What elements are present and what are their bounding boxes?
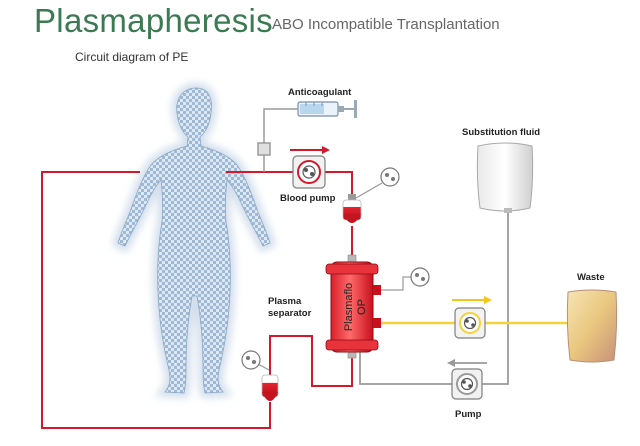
plasma-filter-icon: Plasmaflo OP (325, 254, 381, 359)
venous-gauge-icon (241, 350, 261, 370)
substitution-fluid-line (359, 212, 509, 385)
gauge-lines (257, 182, 412, 371)
anticoagulant-label: Anticoagulant (288, 87, 352, 98)
substitution-fluid-label: Substitution fluid (462, 127, 541, 138)
plasma-separator-label: Plasma separator (268, 296, 311, 320)
waste-bag-icon (566, 289, 618, 363)
page-title: Plasmapheresis (34, 2, 273, 39)
plasma-separator-label-line2: separator (268, 308, 312, 319)
filter-name-label: Plasmaflo (343, 283, 355, 331)
filter-gauge-icon (410, 267, 430, 287)
plasma-pump-icon (454, 307, 486, 339)
plasma-flow-arrow-icon (452, 296, 492, 304)
return-to-patient-line (41, 171, 271, 429)
venous-bottle-icon (261, 374, 279, 401)
blood-pump-icon (292, 155, 326, 189)
venous-return-line (269, 335, 353, 387)
waste-label: Waste (577, 272, 605, 283)
syringe-icon (292, 100, 357, 118)
plasma-separator-label-line1: Plasma (268, 296, 302, 307)
pressure-gauge-icon (380, 167, 400, 187)
page-subtitle: ABO Incompatible Transplantation (272, 16, 500, 33)
substitution-pump-icon (451, 368, 483, 400)
return-flow-arrow-icon (447, 359, 487, 367)
patient-body (111, 82, 277, 399)
flow-arrow-icon (290, 146, 330, 154)
drip-chamber-icon (342, 194, 362, 223)
filter-model-label: OP (356, 299, 368, 315)
substitution-fluid-bag-icon (476, 142, 534, 213)
diagram-caption: Circuit diagram of PE (75, 50, 189, 64)
pump-label: Pump (455, 409, 482, 420)
blood-lines (41, 171, 353, 429)
blood-pump-label: Blood pump (280, 193, 336, 204)
arterial-line (226, 171, 353, 198)
anticoagulant-line (257, 108, 298, 172)
